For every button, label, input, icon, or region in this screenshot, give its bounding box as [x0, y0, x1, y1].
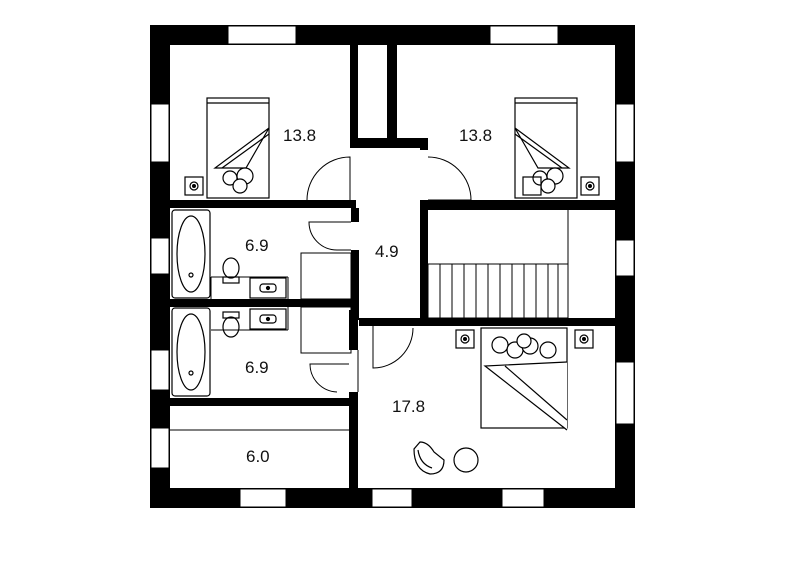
window [615, 103, 635, 163]
room-area-bathroom-upper: 6.9 [245, 236, 269, 255]
thin-lines [170, 210, 569, 431]
room-area-hall: 4.9 [375, 242, 399, 261]
armchair [413, 441, 445, 475]
windows [150, 25, 635, 508]
window [150, 103, 170, 163]
room-labels: 13.8 13.8 6.9 6.9 4.9 17.8 6.0 [245, 126, 492, 466]
door [372, 326, 414, 369]
double-bed [455, 327, 594, 431]
window [150, 427, 170, 469]
window [227, 25, 297, 45]
room-area-master-bedroom: 17.8 [392, 397, 425, 416]
door [308, 221, 351, 251]
window [489, 25, 559, 45]
bed [184, 97, 270, 199]
window [615, 239, 635, 277]
toilet [222, 311, 240, 338]
interior-walls [170, 45, 615, 488]
doors [306, 156, 472, 393]
bathtub [171, 307, 211, 397]
window [150, 349, 170, 391]
bathtub [171, 209, 211, 299]
wall-north [150, 25, 635, 45]
bed [514, 97, 600, 199]
room-area-bedroom-ne: 13.8 [459, 126, 492, 145]
door [306, 156, 351, 201]
round-table [453, 447, 479, 473]
window [615, 361, 635, 425]
door [427, 156, 472, 201]
room-area-bedroom-nw: 13.8 [283, 126, 316, 145]
window [150, 237, 170, 275]
toilet [222, 257, 240, 284]
window [371, 488, 413, 508]
sink [249, 277, 287, 299]
room-area-storage: 6.0 [246, 447, 270, 466]
door [309, 350, 359, 393]
window [501, 488, 545, 508]
window [239, 488, 287, 508]
staircase [427, 263, 569, 319]
room-area-bathroom-lower: 6.9 [245, 358, 269, 377]
sink [249, 308, 287, 330]
